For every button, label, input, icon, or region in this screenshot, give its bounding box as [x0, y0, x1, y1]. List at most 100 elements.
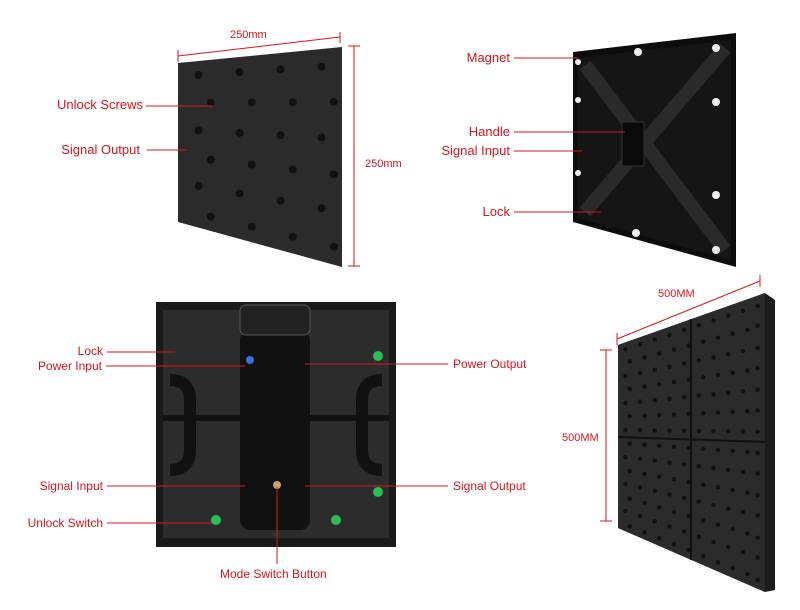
- panel-stud: [642, 471, 647, 477]
- panel-stud: [726, 429, 731, 434]
- panel-stud: [740, 308, 746, 314]
- panel-stud: [194, 70, 203, 79]
- panel-stud: [730, 487, 735, 493]
- panel-stud: [730, 331, 735, 336]
- panel-stud: [671, 412, 677, 417]
- panel-stud: [637, 428, 643, 433]
- panel-stud: [701, 518, 706, 523]
- panel-stud: [711, 318, 716, 323]
- panel-stud: [627, 441, 632, 447]
- panel-stud: [652, 458, 657, 463]
- panel-stud: [623, 373, 628, 379]
- panel-stud: [288, 165, 297, 174]
- panel-stud: [194, 126, 203, 135]
- panel-stud: [667, 524, 672, 529]
- panel-stud: [755, 408, 760, 413]
- label-power-output: Power Output: [453, 357, 527, 371]
- panel-stud: [745, 531, 750, 536]
- panel-stud: [317, 133, 326, 142]
- label-signal-output-front: Signal Output: [61, 142, 140, 157]
- panel-stud: [247, 160, 256, 169]
- panel-stud: [701, 375, 706, 380]
- panel-stud: [627, 469, 632, 474]
- label-power-input: Power Input: [37, 359, 102, 373]
- panel-stud: [652, 337, 657, 342]
- panel-stud: [642, 355, 647, 360]
- panel-stud: [686, 411, 691, 417]
- panel-stud: [730, 370, 735, 376]
- panel-stud: [656, 505, 662, 510]
- label-signal-input-cabinet: Signal Input: [39, 479, 103, 493]
- panel-stud: [656, 382, 662, 387]
- panel-stud: [671, 477, 677, 482]
- label-signal-input-back: Signal Input: [441, 143, 510, 158]
- panel-stud: [637, 342, 643, 347]
- panel-stud: [642, 442, 647, 448]
- panel-stud: [642, 413, 647, 418]
- panel-stud: [745, 409, 750, 414]
- panel-stud: [317, 204, 326, 213]
- panel-stud: [329, 98, 338, 107]
- panel-stud: [667, 396, 672, 401]
- panel-stud: [755, 450, 760, 456]
- panel-stud: [235, 128, 244, 137]
- panel-stud: [637, 513, 643, 519]
- panel-stud: [317, 62, 326, 71]
- panel-stud: [696, 428, 702, 434]
- back-panel-image: [573, 33, 736, 267]
- panel-stud: [652, 488, 657, 494]
- panel-stud: [726, 390, 731, 395]
- panel-stud: [740, 389, 746, 394]
- panel-stud: [206, 98, 215, 107]
- large-panel-dimension-lines: [600, 275, 761, 522]
- panel-stud: [701, 553, 706, 559]
- panel-stud: [730, 448, 735, 454]
- panel-stud: [715, 447, 721, 453]
- panel-stud: [711, 502, 716, 508]
- label-lock-back: Lock: [482, 204, 510, 219]
- panel-stud: [755, 429, 760, 434]
- panel-stud: [623, 454, 628, 460]
- panel-stud: [686, 547, 691, 553]
- panel-stud: [623, 481, 628, 487]
- panel-stud: [667, 332, 672, 337]
- panel-stud: [329, 170, 338, 179]
- label-handle: Handle: [468, 124, 510, 139]
- panel-stud: [686, 479, 691, 485]
- panel-stud: [696, 464, 702, 469]
- panel-stud: [276, 196, 285, 205]
- panel-stud: [755, 493, 760, 498]
- panel-stud: [715, 372, 721, 378]
- panel-stud: [696, 499, 702, 504]
- panel-stud: [730, 565, 735, 571]
- label-signal-output-cabinet: Signal Output: [453, 479, 526, 493]
- panel-stud: [623, 346, 628, 352]
- panel-stud: [686, 343, 691, 348]
- panel-stud: [627, 359, 632, 364]
- front-panel-dimension-lines: [146, 32, 360, 267]
- panel-stud: [701, 410, 706, 416]
- label-magnet: Magnet: [466, 50, 510, 65]
- panel-stud: [696, 358, 702, 363]
- panel-stud: [667, 492, 672, 497]
- panel-stud: [755, 366, 760, 371]
- panel-stud: [755, 555, 760, 560]
- panel-stud: [730, 526, 735, 532]
- panel-stud: [745, 490, 750, 495]
- panel-stud: [686, 445, 691, 451]
- front-height-label: 250mm: [365, 158, 402, 170]
- panel-stud: [755, 471, 760, 476]
- panel-stud: [715, 410, 721, 415]
- panel-stud: [740, 469, 746, 474]
- panel-stud: [627, 524, 632, 529]
- panel-stud: [623, 427, 628, 433]
- panel-stud: [656, 412, 662, 418]
- panel-stud: [235, 189, 244, 198]
- panel-stud: [711, 428, 716, 434]
- panel-stud: [701, 446, 706, 452]
- label-unlock-screws: Unlock Screws: [57, 97, 143, 112]
- panel-stud: [726, 352, 731, 357]
- panel-stud: [627, 414, 632, 419]
- panel-stud: [726, 544, 731, 550]
- panel-stud: [681, 428, 687, 433]
